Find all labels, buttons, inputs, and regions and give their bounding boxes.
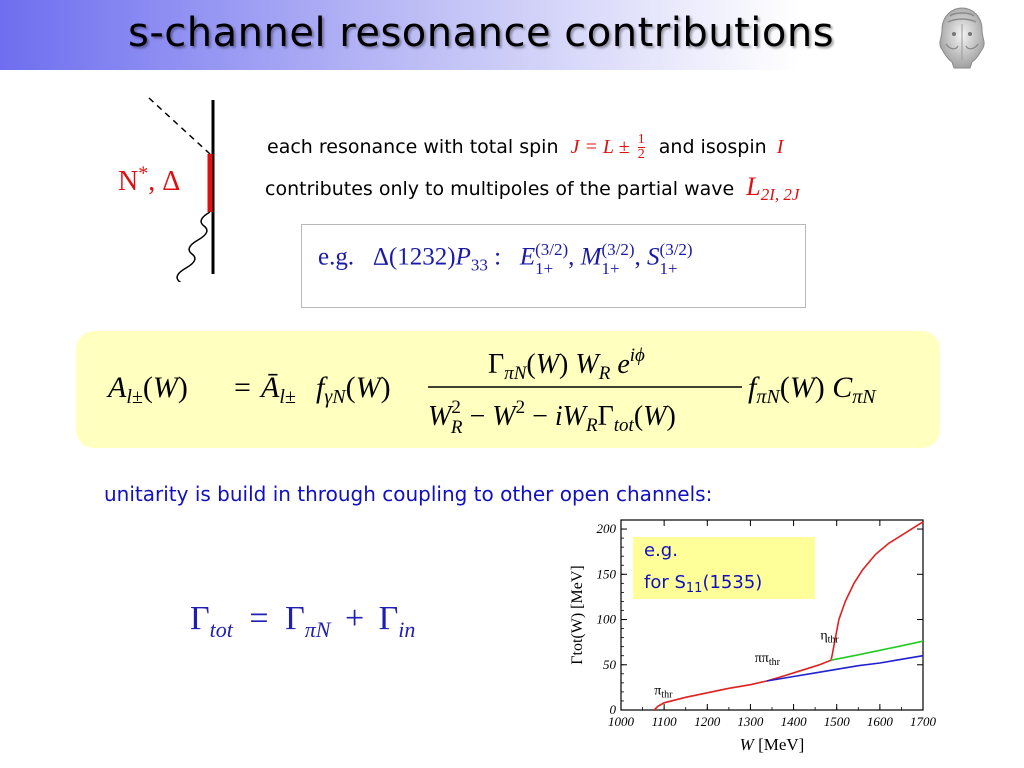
series-line-2 [766, 654, 924, 682]
svg-text:fπN(W) CπN: fπN(W) CπN [748, 371, 877, 408]
x-tick-label: 1100 [652, 714, 678, 729]
photon-wavy-line [176, 211, 211, 282]
legend-box [633, 537, 815, 599]
svg-text:=: = [234, 371, 251, 404]
svg-text:W2R − W2 − iWRΓtot(W): W2R − W2 − iWRΓtot(W) [428, 397, 676, 438]
series-line-0 [653, 521, 924, 711]
y-axis-label: Γtot(W) [MeV] [569, 565, 586, 664]
svg-text:Āl±: Āl± [259, 371, 296, 408]
threshold-label-1: ππthr [755, 651, 781, 668]
meson-dashed-line [148, 97, 211, 155]
y-tick-label: 150 [597, 566, 617, 581]
svg-text:Al±(W): Al±(W) [106, 371, 188, 408]
series-line-1 [830, 640, 924, 661]
y-tick-label: 0 [610, 702, 617, 717]
s-channel-diagram [148, 97, 215, 282]
threshold-label-0: πthr [654, 684, 673, 701]
x-tick-label: 1400 [781, 714, 808, 729]
partial-wave-text-line: contributes only to multipoles of the pa… [265, 172, 800, 204]
total-width-equation: Γtot = ΓπN + Γin [190, 600, 416, 642]
svg-text:fγN(W): fγN(W) [316, 371, 391, 408]
x-tick-label: 1500 [824, 714, 851, 729]
example-box [301, 224, 806, 308]
title-bar [0, 0, 1024, 70]
resonance-label: N*, Δ [118, 162, 181, 197]
x-tick-label: 1300 [737, 714, 764, 729]
y-tick-label: 100 [597, 612, 617, 627]
slide-title: s-channel resonance contributions [128, 10, 835, 56]
legend-line-2: for S11(1535) [644, 572, 762, 596]
spin-text-line: each resonance with total spin J = L ± 1… [267, 132, 784, 162]
janus-logo-icon [939, 7, 985, 69]
x-axis-label: W [MeV] [740, 735, 805, 754]
y-tick-label: 50 [603, 657, 617, 672]
x-tick-label: 1600 [867, 714, 894, 729]
x-tick-label: 1700 [910, 714, 937, 729]
example-multipoles: e.g. Δ(1232)P33 : E(3/2)1+, M(3/2)1+, S(… [318, 240, 693, 278]
svg-text:ΓπN(W) WR eiϕ: ΓπN(W) WR eiϕ [488, 345, 645, 384]
threshold-label-2: ηthr [820, 628, 839, 645]
total-width-chart: 1000 1100 1200 1300 1400 1500 1600 1700 0 50 100 15… [569, 519, 937, 754]
x-tick-label: 1200 [694, 714, 721, 729]
unitarity-text: unitarity is build in through coupling t… [104, 482, 713, 506]
breit-wigner-formula-box [76, 331, 940, 448]
y-tick-label: 200 [597, 521, 617, 536]
x-tick-label: 1000 [608, 714, 635, 729]
one-half-fraction: 1 2 [637, 132, 645, 162]
legend-line-1: e.g. [644, 540, 678, 561]
